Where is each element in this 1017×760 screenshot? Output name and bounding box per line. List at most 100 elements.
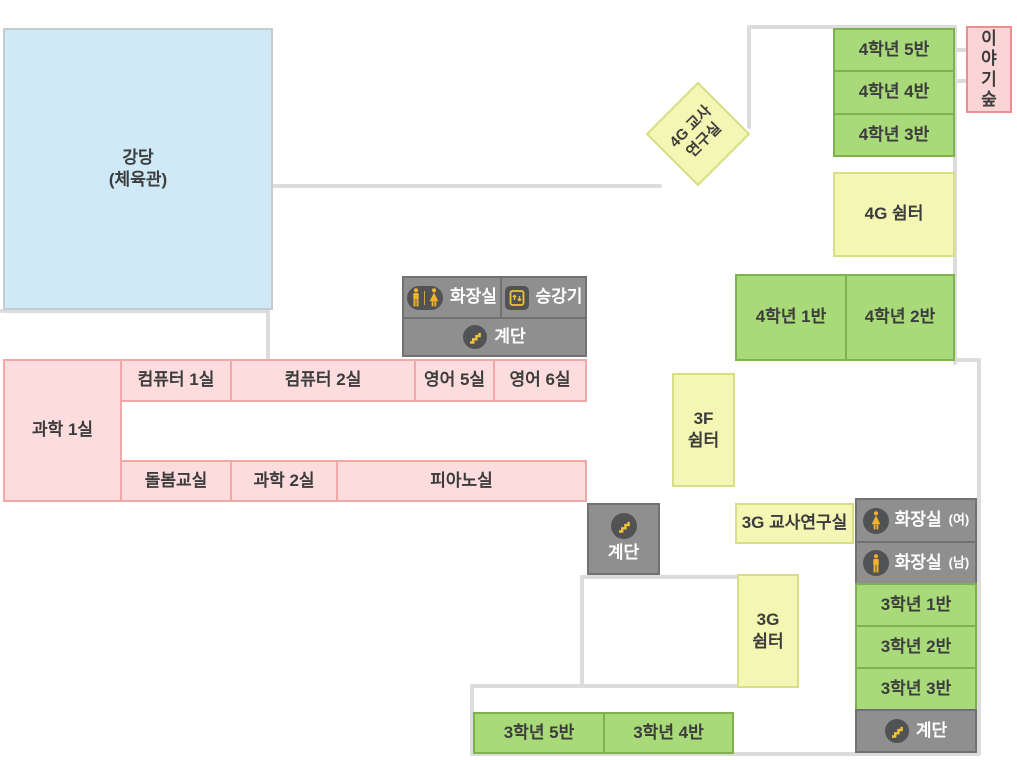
corridor-line xyxy=(953,25,957,365)
facility-toilet-men: 화장실(남) xyxy=(855,541,977,585)
rest-label-line2: 쉼터 xyxy=(752,632,784,651)
room-4g-rest-area: 4G 쉼터 xyxy=(833,172,955,257)
facility-label: 화장실 xyxy=(894,552,942,572)
room-science-2: 과학 2실 xyxy=(230,460,338,502)
elevator-icon xyxy=(504,285,529,310)
facility-content: 화장실 xyxy=(407,285,497,310)
room-science-1: 과학 1실 xyxy=(3,359,122,502)
room-gym: 강당 (체육관) xyxy=(3,28,273,310)
facility-toilet-women: 화장실 (여) xyxy=(855,498,977,543)
room-label: 3학년 3반 xyxy=(880,678,952,698)
gym-label-line2: (체육관) xyxy=(108,170,168,189)
corridor-line xyxy=(272,184,662,188)
room-label: 영어 5실 xyxy=(423,370,486,390)
room-label: 3G 쉼터 xyxy=(752,609,783,653)
facility-content: 계단 xyxy=(884,719,948,743)
corridor-line xyxy=(470,752,981,756)
man-glyph xyxy=(872,553,879,572)
room-story-forest: 이야기숲 xyxy=(966,26,1012,113)
toilet-icon xyxy=(407,285,444,310)
room-grade3-class5: 3학년 5반 xyxy=(473,712,605,754)
facility-label: 계단 xyxy=(494,326,526,346)
room-label: 4학년 1반 xyxy=(755,307,827,327)
corridor-line xyxy=(580,575,584,687)
room-computer-1: 컴퓨터 1실 xyxy=(120,359,232,402)
facility-label: 화장실 xyxy=(450,287,497,307)
room-label: 이야기숲 xyxy=(981,28,997,109)
room-label: 3학년 1반 xyxy=(880,594,952,614)
room-grade3-class1: 3학년 1반 xyxy=(855,583,977,627)
corridor-line xyxy=(747,25,751,129)
corridor-line xyxy=(582,575,740,579)
man-icon xyxy=(862,550,889,576)
gym-label-line1: 강당 xyxy=(122,147,154,167)
stairs-glyph xyxy=(618,522,630,534)
woman-icon xyxy=(429,288,438,307)
corridor-line xyxy=(955,79,968,83)
facility-stairs-right: 계단 xyxy=(855,709,977,753)
facility-content: 계단 xyxy=(463,325,526,349)
room-label: 돌봄교실 xyxy=(144,470,208,490)
room-grade4-class2: 4학년 2반 xyxy=(845,274,955,361)
corridor-line xyxy=(955,48,968,52)
room-3g-rest-area: 3G 쉼터 xyxy=(737,574,799,688)
stairs-glyph xyxy=(891,726,903,738)
room-label: 4G 쉼터 xyxy=(864,204,924,224)
room-label: 피아노실 xyxy=(430,470,493,490)
corridor-line xyxy=(977,358,981,756)
facility-content: 승강기 xyxy=(504,285,583,310)
man-icon xyxy=(412,288,419,307)
corridor-line xyxy=(266,309,270,361)
stairs-icon xyxy=(463,325,488,349)
room-grade4-class1: 4학년 1반 xyxy=(735,274,847,361)
room-gym-label: 강당 (체육관) xyxy=(109,147,167,191)
room-label: 4학년 3반 xyxy=(858,124,930,144)
stairs-icon xyxy=(610,513,637,540)
room-grade4-class4: 4학년 4반 xyxy=(833,70,955,115)
corridor-line xyxy=(472,684,740,688)
room-label: 3학년 2반 xyxy=(880,636,952,656)
room-english-5: 영어 5실 xyxy=(414,359,495,402)
facility-label: 계단 xyxy=(607,543,640,563)
rest-label-line1: 3G xyxy=(756,609,780,629)
facility-label: 계단 xyxy=(915,720,948,740)
facility-content: 계단 xyxy=(608,513,639,564)
room-grade4-class5: 4학년 5반 xyxy=(833,28,955,72)
room-grade3-class3: 3학년 3반 xyxy=(855,667,977,711)
corridor-line xyxy=(0,309,270,313)
room-care-class: 돌봄교실 xyxy=(120,460,232,502)
room-label: 영어 6실 xyxy=(509,370,571,390)
facility-stairs-mid: 계단 xyxy=(587,503,660,575)
stairs-glyph xyxy=(470,332,482,344)
facility-elevator: 승강기 xyxy=(500,276,587,319)
woman-glyph xyxy=(871,511,881,530)
facility-content: 화장실 (여) xyxy=(862,507,970,534)
facility-toilet-center: 화장실 xyxy=(402,276,502,319)
facility-content: 화장실(남) xyxy=(862,550,969,576)
room-3f-rest-area: 3F 쉼터 xyxy=(672,373,735,487)
room-label: 과학 1실 xyxy=(31,420,94,440)
room-label: 3G 교사연구실 xyxy=(741,513,848,533)
room-4g-teacher-research-label: 4G 교사 연구실 xyxy=(641,77,754,190)
room-label: 컴퓨터 2실 xyxy=(284,370,362,390)
room-label: 4학년 2반 xyxy=(864,307,936,327)
room-computer-2: 컴퓨터 2실 xyxy=(230,359,416,402)
room-label: 과학 2실 xyxy=(253,470,315,490)
room-3g-teacher-research: 3G 교사연구실 xyxy=(735,503,854,544)
room-label: 컴퓨터 1실 xyxy=(137,370,215,390)
corridor-line xyxy=(953,358,981,362)
room-label: 3F 쉼터 xyxy=(688,408,719,452)
corridor-line xyxy=(747,25,957,29)
elevator-glyph xyxy=(509,289,524,306)
room-grade4-class3: 4학년 3반 xyxy=(833,113,955,157)
room-label: 3학년 4반 xyxy=(633,722,704,742)
facility-label: 화장실 xyxy=(894,510,942,530)
facility-label: 승강기 xyxy=(535,287,583,307)
facility-label-suffix: (여) xyxy=(948,512,970,528)
stairs-icon xyxy=(884,719,909,743)
room-label: 4학년 4반 xyxy=(858,82,930,102)
room-english-6: 영어 6실 xyxy=(493,359,587,402)
corridor-line xyxy=(470,684,474,754)
room-grade3-class4: 3학년 4반 xyxy=(603,712,734,754)
